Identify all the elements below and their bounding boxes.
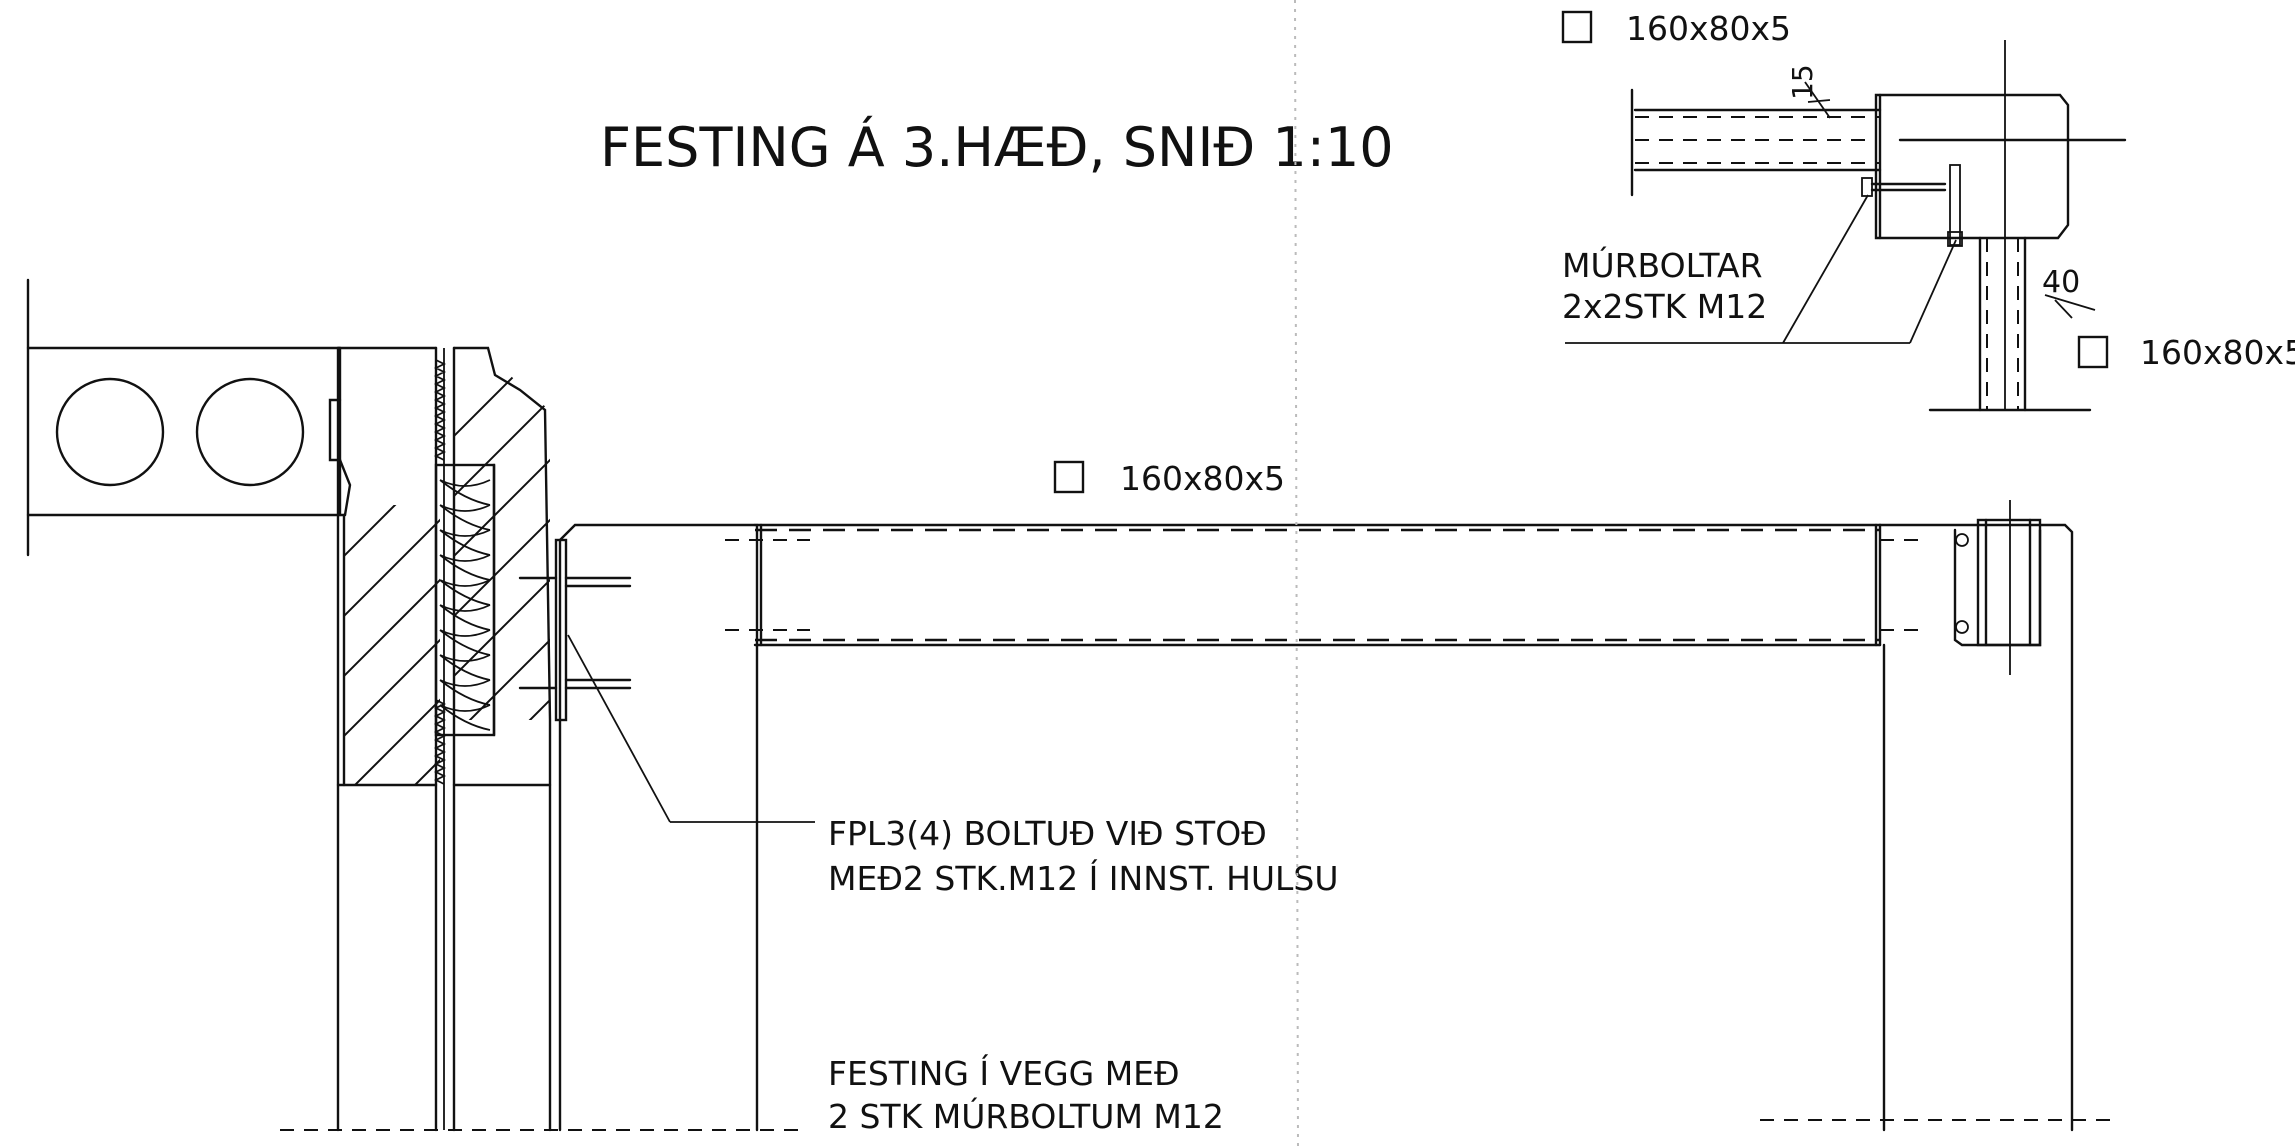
svg-text:15: 15 [1786, 64, 1819, 100]
svg-text:MÚRBOLTAR: MÚRBOLTAR [1562, 245, 1763, 285]
tube-symbol-icon [1561, 10, 1593, 44]
scan-fold-line [1294, 0, 1299, 1148]
svg-text:2 STK MÚRBOLTUM M12: 2 STK MÚRBOLTUM M12 [828, 1096, 1224, 1136]
end-plate [554, 538, 568, 722]
wall-section [280, 346, 800, 1132]
svg-text:MEÐ2 STK.M12 Í INNST. HULSU: MEÐ2 STK.M12 Í INNST. HULSU [828, 858, 1339, 898]
plan-detail: 160x80x5 15 40 [1561, 9, 2295, 412]
fpl-annotation: FPL3(4) BOLTUÐ VIÐ STOÐ MEÐ2 STK.M12 Í I… [567, 634, 1339, 898]
svg-text:160x80x5: 160x80x5 [2140, 333, 2295, 372]
tube-symbol-icon [2077, 335, 2109, 369]
svg-text:40: 40 [2042, 265, 2080, 300]
svg-text:2x2STK M12: 2x2STK M12 [1562, 287, 1767, 326]
slab-void-1 [55, 377, 165, 487]
tube-symbol-icon [1053, 460, 1085, 494]
festing-annotation: FESTING Í VEGG MEÐ 2 STK MÚRBOLTUM M12 [828, 1053, 1224, 1136]
svg-text:160x80x5: 160x80x5 [1120, 459, 1285, 498]
beam-profile-label: 160x80x5 [1053, 459, 1285, 498]
svg-text:160x80x5: 160x80x5 [1626, 9, 1791, 48]
svg-text:FESTING Í VEGG MEÐ: FESTING Í VEGG MEÐ [828, 1053, 1180, 1093]
svg-text:FPL3(4) BOLTUÐ VIÐ STOÐ: FPL3(4) BOLTUÐ VIÐ STOÐ [828, 814, 1267, 853]
slab-void-2 [195, 377, 305, 487]
drawing-title: FESTING Á 3.HÆÐ, SNIÐ 1:10 [600, 116, 1394, 179]
hollow-core-slab [26, 278, 352, 557]
steel-beam [518, 500, 2120, 1132]
